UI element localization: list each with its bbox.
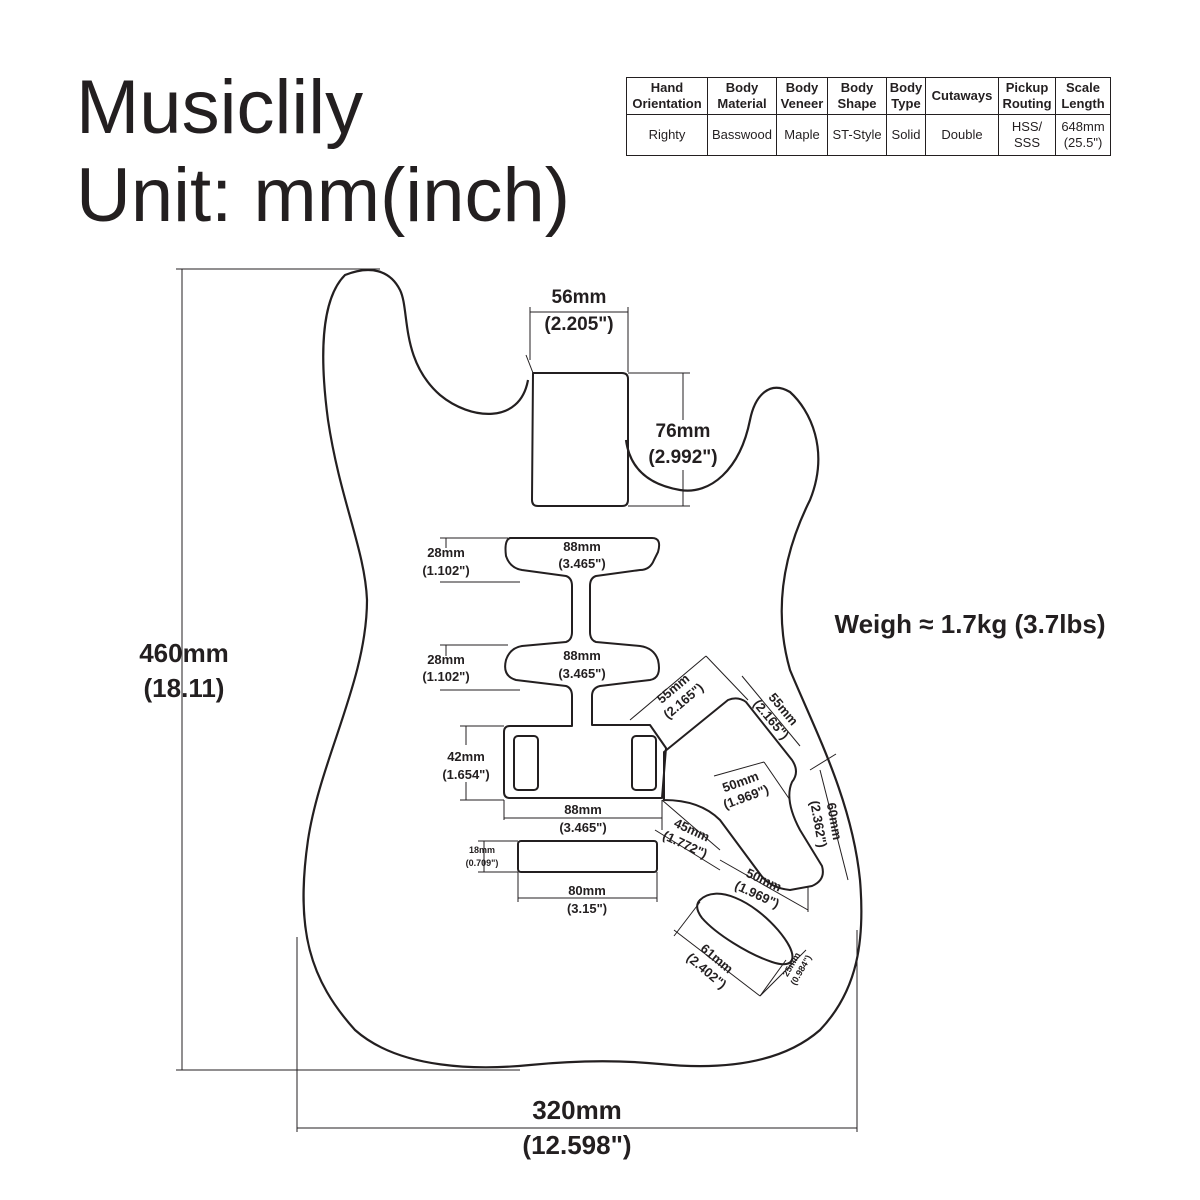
unit-title: Unit: mm(inch) — [76, 153, 571, 238]
jack-length-label: 61mm (2.402") — [684, 941, 736, 992]
bridge-cavity-height-mm: 42mm — [447, 749, 485, 764]
middle-pickup-width-mm: 88mm — [563, 648, 601, 663]
neck-pocket-length-in: (2.992") — [648, 447, 717, 468]
spec-value-pickup-routing: HSS/SSS — [998, 114, 1056, 156]
height-in-label: (18.11) — [144, 673, 225, 703]
neck-pickup-height-in: (1.102") — [422, 563, 469, 578]
neck-pickup-width-mm: 88mm — [563, 539, 601, 554]
jack-width-label: 25mm (0.984") — [781, 951, 814, 987]
control-b-label: 55mm (2.165") — [750, 690, 801, 742]
control-d-label: 60mm (2.362") — [807, 799, 845, 848]
trem-route — [517, 840, 658, 873]
control-e-label: 45mm (1.772") — [661, 815, 713, 861]
neck-pickup-width-in: (3.465") — [558, 556, 605, 571]
bridge-cavity-width-in: (3.465") — [559, 820, 606, 835]
width-in-label: (12.598") — [522, 1130, 631, 1160]
neck-pocket-length-mm: 76mm — [656, 421, 711, 442]
pickup-route — [503, 537, 667, 799]
spec-value-body-material: Basswood — [707, 114, 777, 156]
control-d-mm: 60mm — [824, 801, 845, 841]
trem-route-width-mm: 80mm — [568, 883, 606, 898]
neck-pocket-width-in: (2.205") — [544, 314, 613, 335]
humbucker-left — [513, 735, 539, 791]
neck-pocket-width-mm: 56mm — [552, 287, 607, 308]
body-outline — [302, 268, 863, 1069]
spec-value-scale-length: 648mm(25.5") — [1055, 114, 1111, 156]
middle-pickup-width-in: (3.465") — [558, 666, 605, 681]
spec-value-hand-orientation: Righty — [626, 114, 708, 156]
neck-pocket — [531, 372, 629, 507]
middle-pickup-height-mm: 28mm — [427, 652, 465, 667]
bridge-cavity-width-mm: 88mm — [564, 802, 602, 817]
middle-pickup-height-in: (1.102") — [422, 669, 469, 684]
height-mm-label: 460mm — [139, 638, 229, 668]
jack-cavity — [696, 892, 794, 966]
humbucker-right — [631, 735, 657, 791]
trem-route-height-mm: 18mm — [469, 845, 495, 855]
control-cavity — [663, 697, 824, 891]
spec-value-cutaways: Double — [925, 114, 999, 156]
spec-value-row: Righty Basswood Maple ST-Style Solid Dou… — [626, 114, 1111, 156]
neck-pickup-height-mm: 28mm — [427, 545, 465, 560]
spec-value-body-veneer: Maple — [776, 114, 828, 156]
spec-value-body-type: Solid — [886, 114, 926, 156]
trem-route-height-in: (0.709") — [466, 858, 499, 868]
control-a-label: 55mm (2.165") — [654, 671, 706, 722]
weight-label: Weigh ≈ 1.7kg (3.7lbs) — [835, 609, 1106, 639]
trem-route-width-in: (3.15") — [567, 901, 607, 916]
width-mm-label: 320mm — [532, 1095, 622, 1125]
brand-title: Musiclily — [76, 65, 364, 150]
control-f-label: 50mm (1.969") — [733, 865, 785, 911]
bridge-cavity-height-in: (1.654") — [442, 767, 489, 782]
